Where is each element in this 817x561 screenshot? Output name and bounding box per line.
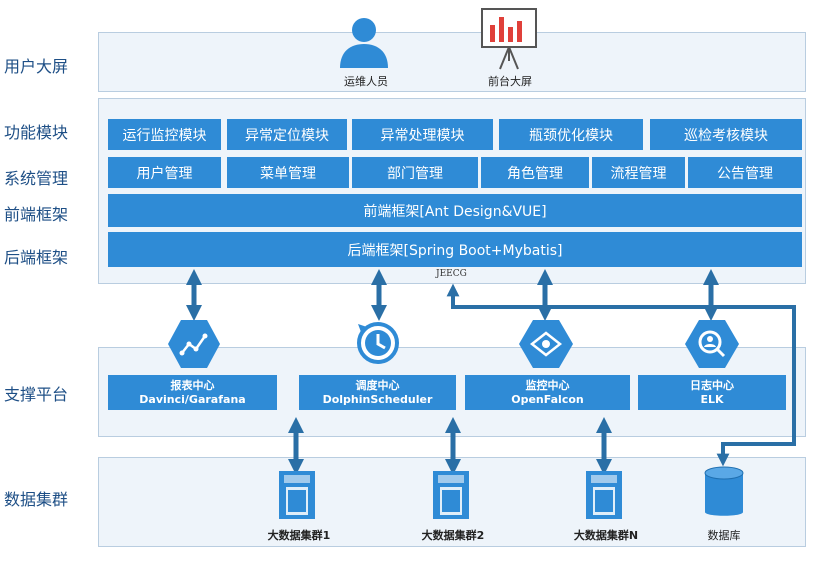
monitor-center-sub: OpenFalcon — [511, 392, 584, 406]
server-icon — [585, 470, 627, 524]
module-inspection: 巡检考核模块 — [650, 119, 802, 150]
sys-dept-mgmt: 部门管理 — [352, 157, 478, 188]
report-center-name: 报表中心 — [170, 378, 215, 392]
row-label-backend: 后端框架 — [4, 248, 69, 267]
frontend-framework-bar: 前端框架[Ant Design&VUE] — [108, 194, 802, 227]
database-icon — [704, 465, 744, 525]
monitor-center-box: 监控中心 OpenFalcon — [465, 375, 630, 410]
schedule-center-box: 调度中心 DolphinScheduler — [299, 375, 456, 410]
module-anomaly-handle: 异常处理模块 — [352, 119, 493, 150]
module-bottleneck-opt: 瓶颈优化模块 — [499, 119, 643, 150]
row-label-support: 支撑平台 — [4, 385, 69, 404]
server-icon — [432, 470, 474, 524]
module-anomaly-locate: 异常定位模块 — [227, 119, 347, 150]
scheduler-clock-icon — [354, 318, 402, 374]
row-label-user-screen: 用户大屏 — [4, 57, 69, 76]
module-run-monitor: 运行监控模块 — [108, 119, 221, 150]
row-label-data-cluster: 数据集群 — [4, 490, 69, 509]
log-center-box: 日志中心 ELK — [638, 375, 786, 410]
cluster-n-label: 大数据集群N — [573, 529, 639, 542]
user-screen-panel — [98, 32, 806, 92]
monitor-center-name: 监控中心 — [525, 378, 570, 392]
jeecg-label: JEECG — [436, 269, 467, 279]
monitor-eye-icon — [518, 318, 574, 374]
report-center-sub: Davinci/Garafana — [139, 392, 246, 406]
cluster-1-label: 大数据集群1 — [267, 529, 331, 542]
person-icon — [337, 15, 391, 74]
row-label-function-module: 功能模块 — [4, 123, 69, 142]
log-center-sub: ELK — [700, 392, 724, 406]
report-chart-icon — [167, 318, 221, 374]
front-screen-label: 前台大屏 — [488, 75, 532, 88]
presentation-board-icon — [478, 7, 540, 75]
ops-label: 运维人员 — [344, 75, 388, 88]
sys-notice-mgmt: 公告管理 — [688, 157, 802, 188]
sys-user-mgmt: 用户管理 — [108, 157, 221, 188]
report-center-box: 报表中心 Davinci/Garafana — [108, 375, 277, 410]
database-label: 数据库 — [707, 529, 741, 542]
log-center-name: 日志中心 — [690, 378, 734, 392]
schedule-center-name: 调度中心 — [355, 378, 400, 392]
sys-role-mgmt: 角色管理 — [481, 157, 589, 188]
sys-menu-mgmt: 菜单管理 — [227, 157, 349, 188]
cluster-2-label: 大数据集群2 — [421, 529, 485, 542]
server-icon — [278, 470, 320, 524]
row-label-system-mgmt: 系统管理 — [4, 169, 69, 188]
backend-framework-bar: 后端框架[Spring Boot+Mybatis] — [108, 232, 802, 267]
row-label-frontend: 前端框架 — [4, 205, 69, 224]
log-search-icon — [684, 318, 740, 374]
schedule-center-sub: DolphinScheduler — [322, 392, 433, 406]
sys-flow-mgmt: 流程管理 — [592, 157, 685, 188]
